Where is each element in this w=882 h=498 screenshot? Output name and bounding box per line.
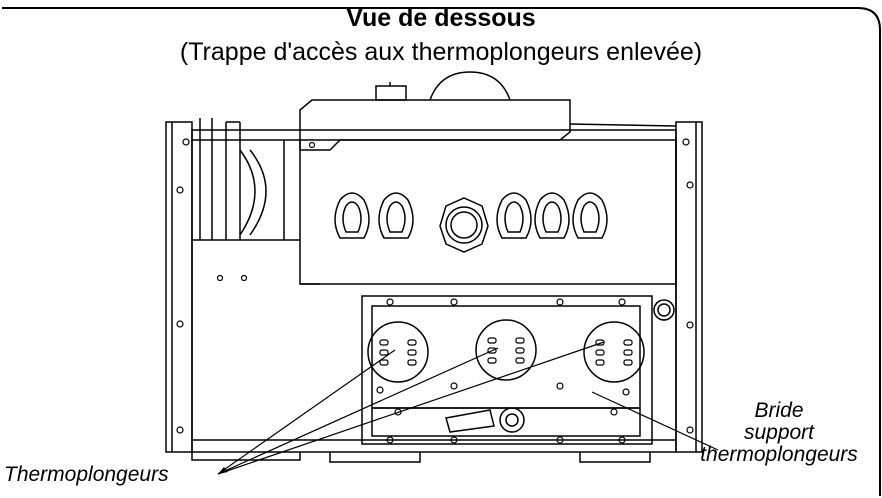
heater-support-flange — [371, 305, 641, 409]
label-bride-line3: thermoplongeurs — [700, 443, 858, 467]
left-side-plate — [165, 121, 193, 453]
leader-arrow — [218, 467, 228, 474]
heater-flange-3 — [583, 321, 645, 383]
label-bride-support: Bride support thermoplongeurs — [676, 399, 882, 467]
label-bride-line1: Bride — [754, 399, 804, 422]
side-knob — [653, 299, 675, 321]
cable-gland-group-right — [496, 192, 608, 239]
leader-lines — [217, 341, 719, 475]
heater-flange-2 — [475, 319, 537, 381]
heater-terminals — [379, 337, 633, 366]
label-thermoplongeurs: Thermoplongeurs — [4, 463, 169, 486]
box-cover — [299, 99, 571, 151]
cable-gland-group-left — [334, 192, 414, 239]
central-gland — [439, 197, 489, 253]
diagram-subtitle: (Trappe d'accès aux thermoplongeurs enle… — [179, 38, 703, 66]
screw-holes — [176, 138, 694, 444]
label-bride-line2: support — [743, 421, 815, 445]
drain-valve — [499, 407, 525, 433]
thermostat-dome — [429, 71, 511, 101]
outer-border — [2, 7, 881, 496]
diagram-title: Vue de dessous — [346, 4, 536, 32]
chassis-body — [191, 129, 677, 453]
heater-flange-1 — [367, 321, 429, 383]
electrical-box — [299, 139, 677, 285]
